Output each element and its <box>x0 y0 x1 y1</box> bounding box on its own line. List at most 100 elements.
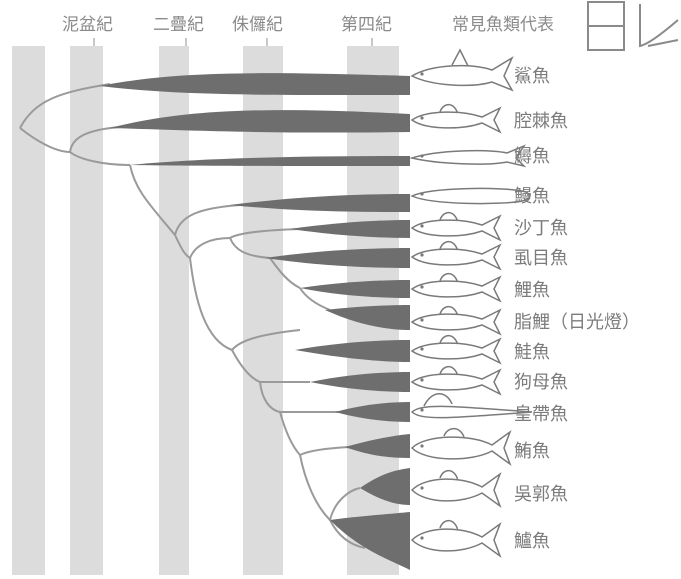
fish-body <box>409 144 527 168</box>
era-label-quaternary: 第四紀 <box>341 15 392 35</box>
tree-branch <box>174 204 241 236</box>
fish-eye <box>420 192 424 196</box>
species-label-oarfish: 皇帶魚 <box>514 404 568 425</box>
fish-fin <box>439 365 459 376</box>
tree-branch <box>229 228 301 239</box>
species-label-coelacanth: 腔棘魚 <box>514 111 568 132</box>
tree-branch <box>259 381 281 413</box>
fish-eye <box>420 285 424 289</box>
species-label-tuna: 鮪魚 <box>514 441 550 462</box>
fish-fin <box>423 393 453 407</box>
fish-icons <box>409 48 533 559</box>
tilapia-icon <box>410 469 502 509</box>
tree-branch <box>299 446 351 456</box>
species-label-sturgeon: 鱘魚 <box>514 146 550 167</box>
tree-branch <box>329 487 361 521</box>
species-label-neon-tetra: 脂鯉（日光燈） <box>514 312 640 333</box>
species-label-perch: 鱸魚 <box>514 531 550 552</box>
species-label-salmon: 鮭魚 <box>514 342 550 363</box>
fish-fin <box>443 427 465 438</box>
era-stripe <box>243 46 283 575</box>
fish-eye <box>420 347 424 351</box>
tree-branches <box>19 83 366 549</box>
fish-fin <box>439 240 459 251</box>
lineage-wedge <box>130 156 410 166</box>
species-label-eel: 鰻魚 <box>514 186 550 207</box>
lineage-wedge <box>295 340 410 362</box>
sturgeon-icon <box>409 144 527 168</box>
lineage-wedge <box>265 248 410 268</box>
tree-branch <box>189 237 231 259</box>
fish-eye <box>420 318 424 322</box>
fish-body <box>410 429 512 467</box>
lineage-wedge <box>310 372 410 392</box>
coelacanth-icon <box>410 103 502 134</box>
species-label-carp: 鯉魚 <box>514 280 550 301</box>
tree-branch <box>19 83 111 129</box>
tree-branch <box>174 234 191 259</box>
fish-eye <box>420 72 424 76</box>
fish-body <box>410 56 514 92</box>
lineage-wedge <box>335 402 410 422</box>
era-tick <box>371 38 373 46</box>
species-label-tilapia: 吳郭魚 <box>514 484 568 505</box>
lineage-wedges <box>100 73 410 570</box>
species-label-lizardfish: 狗母魚 <box>514 372 568 393</box>
tree-branch <box>299 287 331 311</box>
tree-branch <box>19 127 71 153</box>
fish-body <box>410 471 502 509</box>
fish-body <box>410 214 502 242</box>
fish-body <box>410 405 533 419</box>
fish-eye <box>420 116 424 120</box>
fish-eye <box>420 224 424 228</box>
era-stripe <box>70 46 103 575</box>
era-tick <box>93 38 95 46</box>
species-label-shark: 鯊魚 <box>514 66 550 87</box>
carp-icon <box>410 272 502 303</box>
fish-eye <box>420 408 424 412</box>
tree-branch <box>279 411 301 456</box>
representative-fish-header: 常見魚類代表 <box>452 15 554 35</box>
perch-icon <box>410 519 502 559</box>
sardine-icon <box>410 211 502 242</box>
fish-fin <box>439 272 459 283</box>
lineage-wedge <box>330 512 410 570</box>
fish-eye <box>420 378 424 382</box>
era-stripe <box>12 46 45 575</box>
tuna-icon <box>410 427 512 467</box>
oarfish-icon <box>410 393 533 419</box>
tree-branch <box>129 164 176 236</box>
era-label-jurassic: 侏儸紀 <box>232 15 283 35</box>
fish-eye <box>420 536 424 540</box>
lineage-wedge <box>325 305 410 330</box>
era-tick <box>266 38 268 46</box>
tree-branch <box>231 349 261 383</box>
fish-fin <box>439 211 459 222</box>
lineage-wedge <box>300 280 410 298</box>
fish-body <box>410 243 502 271</box>
decorative-title-glyph <box>587 1 679 51</box>
era-label-devonian: 泥盆紀 <box>62 15 113 35</box>
lineage-wedge <box>110 110 410 133</box>
species-label-sardine: 沙丁魚 <box>514 218 568 239</box>
fish-body <box>410 368 502 396</box>
lineage-wedge <box>230 194 410 212</box>
neon-tetra-icon <box>410 305 502 336</box>
tree-branch <box>269 257 301 289</box>
tree-branch <box>299 454 331 521</box>
fish-fin <box>439 469 459 480</box>
era-stripe <box>159 46 189 575</box>
fish-fin <box>439 305 459 316</box>
eel-icon <box>410 187 531 205</box>
era-tick <box>185 38 187 46</box>
lineage-wedge <box>360 468 410 505</box>
fish-fin <box>439 103 459 114</box>
lizardfish-icon <box>410 365 502 396</box>
fish-body <box>410 106 502 134</box>
fish-fin <box>439 519 459 530</box>
fish-fin <box>451 48 469 67</box>
fish-body <box>410 337 502 365</box>
fish-body <box>410 521 502 559</box>
shark-icon <box>410 48 514 92</box>
